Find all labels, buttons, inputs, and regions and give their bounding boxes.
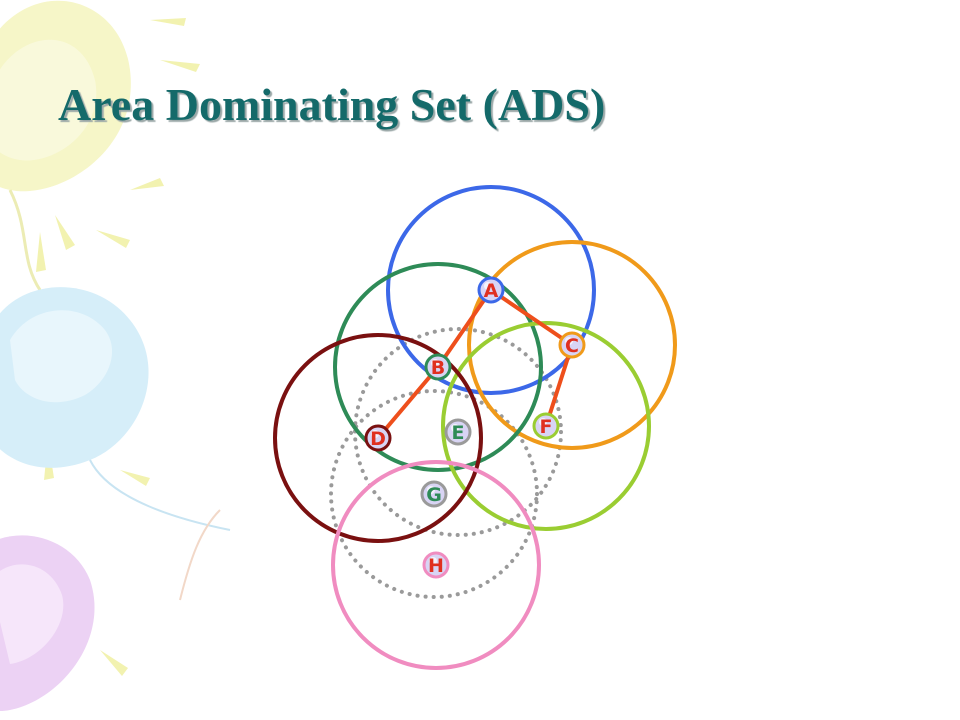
nodes: A B C D E F G H: [364, 276, 586, 579]
node-f-label: F: [540, 416, 553, 438]
node-g-highlight: [427, 486, 435, 494]
edges: [376, 288, 574, 440]
coverage-circle-e: [353, 327, 563, 537]
coverage-circle-a: [386, 185, 596, 395]
node-a-label: A: [484, 280, 499, 302]
node-f-highlight: [539, 418, 547, 426]
node-e-label: E: [452, 422, 465, 444]
edge-a-c: [489, 288, 574, 347]
edge-c-f: [544, 343, 574, 428]
node-c: C: [558, 331, 586, 359]
node-c-label: C: [565, 335, 579, 357]
balloon-decoration-top-left: [0, 0, 131, 291]
coverage-circle-c: [467, 240, 677, 450]
edge-a-b: [436, 288, 493, 369]
node-h: H: [422, 551, 450, 579]
node-d: D: [364, 424, 392, 452]
node-d-label: D: [370, 428, 386, 450]
node-e: E: [444, 418, 472, 446]
node-h-label: H: [428, 555, 444, 577]
edge-b-d: [376, 365, 440, 440]
node-b-label: B: [431, 357, 445, 379]
node-b-highlight: [431, 359, 439, 367]
node-h-highlight: [429, 557, 437, 565]
coverage-circle-d: [273, 333, 483, 543]
coverage-circle-h: [331, 460, 541, 670]
balloon-decoration-blue: [0, 287, 231, 531]
node-a-highlight: [484, 282, 492, 290]
coverage-circles: [273, 185, 677, 670]
node-f: F: [532, 412, 560, 440]
node-a: A: [477, 276, 505, 304]
node-e-highlight: [451, 424, 459, 432]
coverage-circle-b: [333, 262, 543, 472]
balloon-decoration-purple: [0, 509, 221, 712]
node-g-label: G: [426, 484, 442, 506]
node-c-highlight: [565, 337, 573, 345]
node-d-highlight: [371, 430, 379, 438]
node-g: G: [420, 480, 448, 508]
slide-title: Area Dominating Set (ADS): [58, 79, 606, 130]
node-b: B: [424, 353, 452, 381]
coverage-circle-g: [329, 389, 539, 599]
coverage-circle-f: [441, 321, 651, 531]
